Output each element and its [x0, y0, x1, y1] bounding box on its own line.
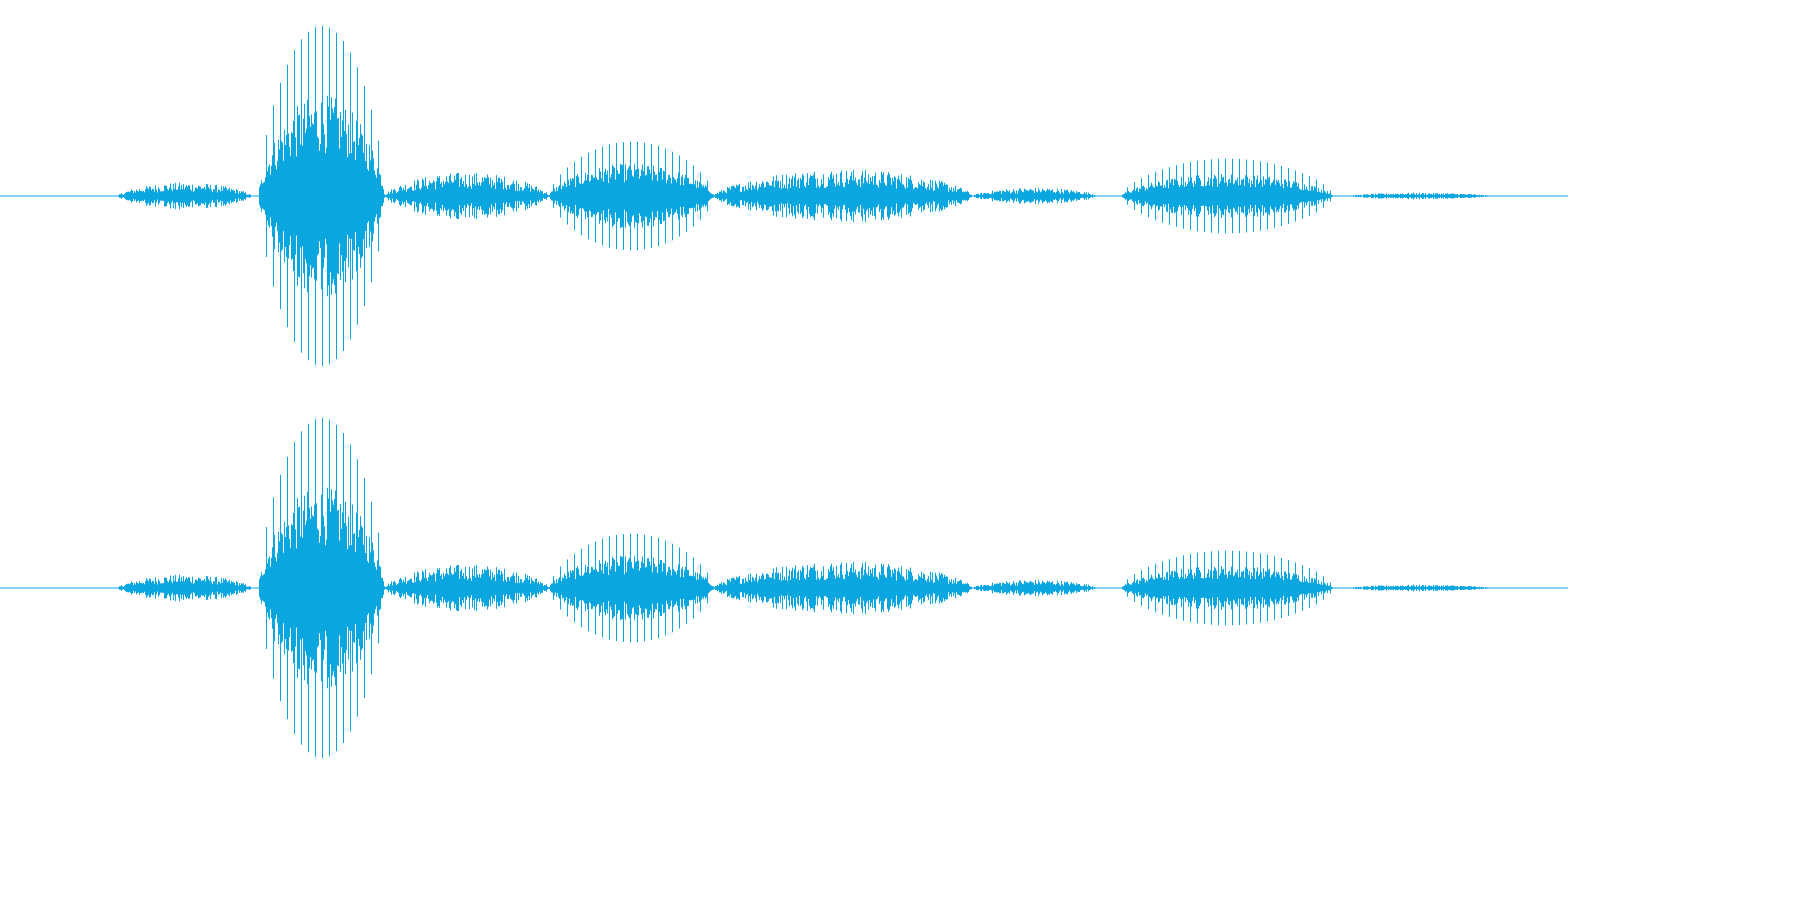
waveform-view: [0, 26, 1568, 758]
waveform-svg: [0, 26, 1568, 758]
channel-2-waveform: [0, 418, 1568, 758]
channel-2-signal: [118, 418, 1487, 758]
channel-1-signal: [118, 26, 1487, 366]
channel-1-waveform: [0, 26, 1568, 366]
